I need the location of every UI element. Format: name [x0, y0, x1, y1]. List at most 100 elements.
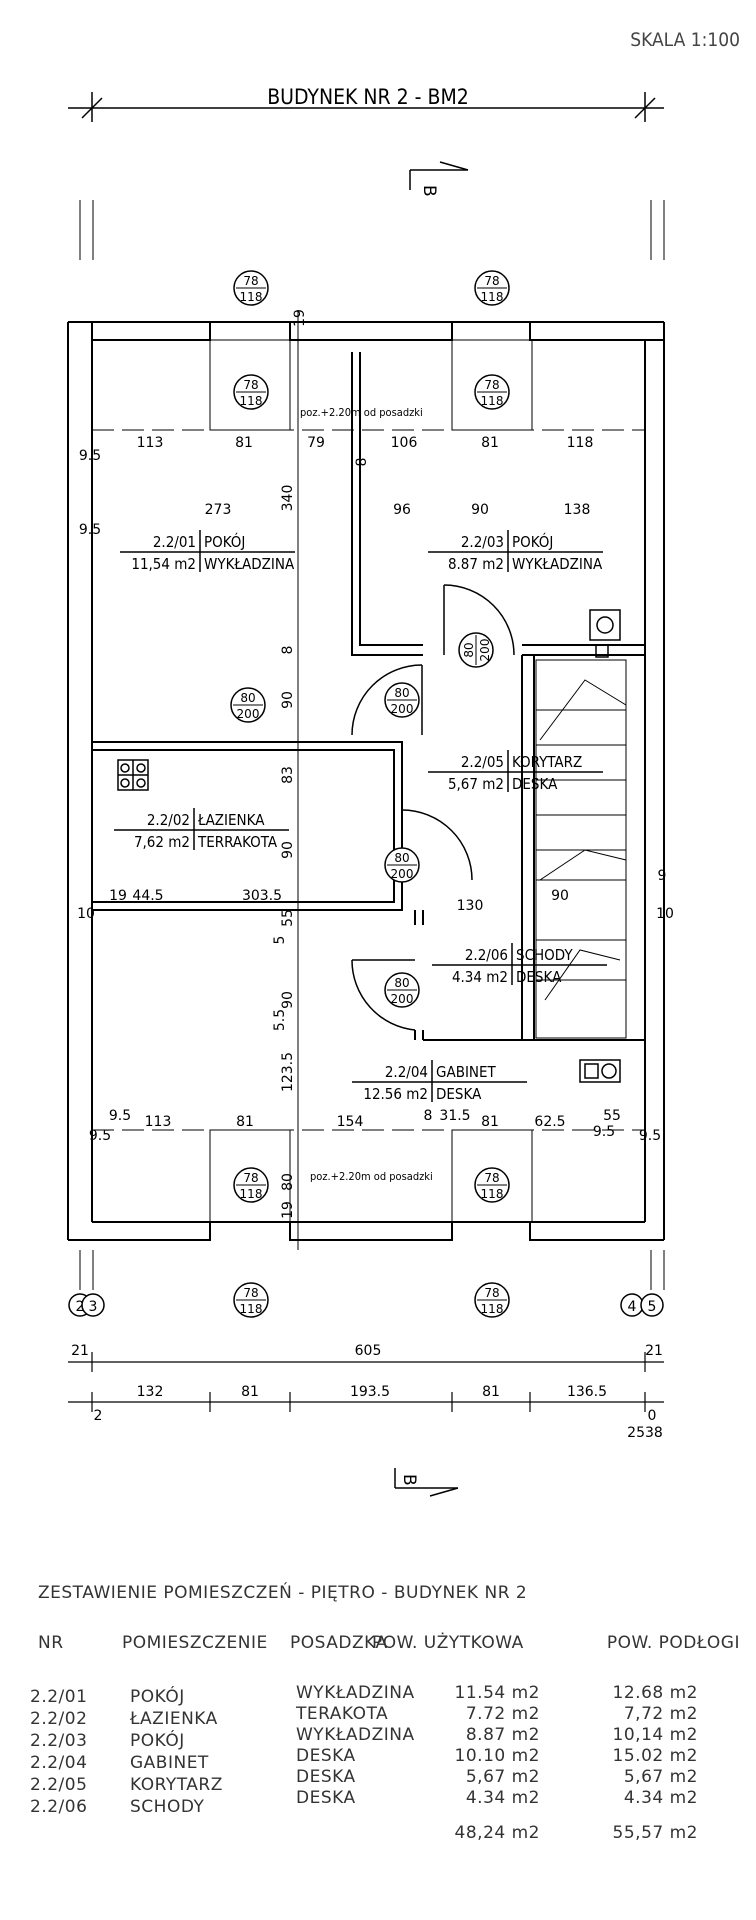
room-name: POKÓJ: [512, 532, 553, 551]
dimension-value: 31.5: [439, 1108, 470, 1124]
room-number: 2.2/02: [147, 811, 190, 829]
dimension-value: 5.5: [272, 1009, 288, 1031]
table-title: ZESTAWIENIE POMIESZCZEŃ - PIĘTRO - BUDYN…: [38, 1581, 527, 1603]
axis-marker: 3: [81, 1293, 105, 1317]
room-area: 4.34 m2: [452, 968, 508, 986]
chimney-icon-2: [579, 1059, 621, 1083]
dimension-value: 2: [94, 1408, 103, 1424]
cell-room: ŁAZIENKA: [129, 1709, 218, 1729]
section-mark-bottom: [394, 1468, 459, 1497]
cell-nr: 2.2/02: [30, 1709, 87, 1729]
tag-top: 78: [243, 1286, 258, 1300]
room-area: 12.56 m2: [363, 1085, 428, 1103]
overall-dimension-lines: [68, 1352, 664, 1412]
tag-top: 80: [394, 851, 409, 865]
room-name: POKÓJ: [204, 532, 245, 551]
door-swings: [351, 584, 515, 1031]
tag-bottom: 118: [240, 394, 263, 408]
dimension-value: 138: [564, 502, 591, 518]
cell-usable-area: 8.87 m2: [466, 1725, 540, 1745]
cell-floor-area: 7,72 m2: [624, 1704, 698, 1724]
axis-label: 2: [76, 1299, 85, 1315]
dimension-value: 55: [280, 909, 296, 927]
axis-marker: 4: [620, 1293, 644, 1317]
table-header: POW. UŻYTKOWA: [372, 1632, 524, 1653]
cell-usable-area: 11.54 m2: [455, 1683, 540, 1703]
tag-bottom: 200: [391, 702, 414, 716]
dimension-value: 132: [137, 1384, 164, 1400]
dimension-value: 9.5: [79, 448, 101, 464]
axis-lines: [79, 200, 665, 1290]
tag-bottom: 200: [391, 992, 414, 1006]
cell-room: POKÓJ: [130, 1729, 185, 1751]
room-name: KORYTARZ: [512, 753, 582, 771]
dimension-value: 193.5: [350, 1384, 390, 1400]
dimension-value: 106: [391, 435, 418, 451]
room-number: 2.2/06: [465, 946, 508, 964]
dimension-value: 113: [145, 1114, 172, 1130]
dimension-value: 21: [645, 1343, 663, 1359]
room-floor: DESKA: [516, 968, 562, 986]
tag-bottom: 200: [237, 707, 260, 721]
axis-label: 5: [648, 1299, 657, 1315]
outer-walls: [67, 321, 665, 1241]
tag-top: 80: [394, 976, 409, 990]
dimension-value: 10: [77, 906, 95, 922]
dimension-value: 19: [292, 309, 308, 327]
dimension-value: 273: [205, 502, 232, 518]
dimension-value: 130: [457, 898, 484, 914]
dimension-value: 0: [648, 1408, 657, 1424]
tag-top: 78: [484, 378, 499, 392]
dimension-value: 81: [481, 1114, 499, 1130]
tag-top: 78: [243, 378, 258, 392]
dimension-value: 123.5: [280, 1052, 296, 1092]
room-floor: WYKŁADZINA: [512, 555, 603, 573]
building-title: BUDYNEK NR 2 - BM2: [267, 85, 469, 109]
section-mark-top: [409, 161, 469, 190]
dimension-value: 90: [471, 502, 489, 518]
total-floor-area: 55,57 m2: [613, 1823, 698, 1843]
cell-usable-area: 4.34 m2: [466, 1788, 540, 1808]
dimension-value: 81: [481, 435, 499, 451]
bath-fixture-icon: [117, 759, 149, 791]
room-name: GABINET: [436, 1063, 497, 1081]
tag-bottom: 118: [481, 1302, 504, 1316]
section-label-bottom: B: [399, 1474, 419, 1486]
dimension-value: 9.5: [89, 1128, 111, 1144]
tag-bottom: 200: [478, 639, 492, 662]
cell-nr: 2.2/03: [30, 1731, 87, 1751]
total-usable-area: 48,24 m2: [455, 1823, 540, 1843]
dimension-value: 79: [307, 435, 325, 451]
cell-floor: WYKŁADZINA: [296, 1725, 415, 1745]
dimension-value: 113: [137, 435, 164, 451]
dimension-value: 90: [280, 841, 296, 859]
scale-label: SKALA 1:100: [630, 29, 740, 51]
cell-floor: DESKA: [296, 1746, 356, 1766]
dimension-value: 19: [280, 1201, 296, 1219]
dimension-value: 90: [280, 991, 296, 1009]
title-dimension-line: [68, 92, 664, 122]
dimension-value: 118: [567, 435, 594, 451]
axis-marker: 5: [640, 1293, 664, 1317]
tag-bottom: 118: [481, 290, 504, 304]
dimension-value: 2538: [627, 1425, 663, 1441]
cell-floor-area: 10,14 m2: [613, 1725, 698, 1745]
tag-top: 80: [394, 686, 409, 700]
table-header: NR: [38, 1633, 64, 1653]
tag-top: 78: [243, 1171, 258, 1185]
cell-floor-area: 15.02 m2: [613, 1746, 698, 1766]
tag-top: 78: [243, 274, 258, 288]
tag-top: 78: [484, 1286, 499, 1300]
cell-nr: 2.2/01: [30, 1687, 87, 1707]
tag-top: 78: [484, 1171, 499, 1185]
cell-floor: TERAKOTA: [295, 1704, 388, 1724]
dimension-value: 81: [482, 1384, 500, 1400]
